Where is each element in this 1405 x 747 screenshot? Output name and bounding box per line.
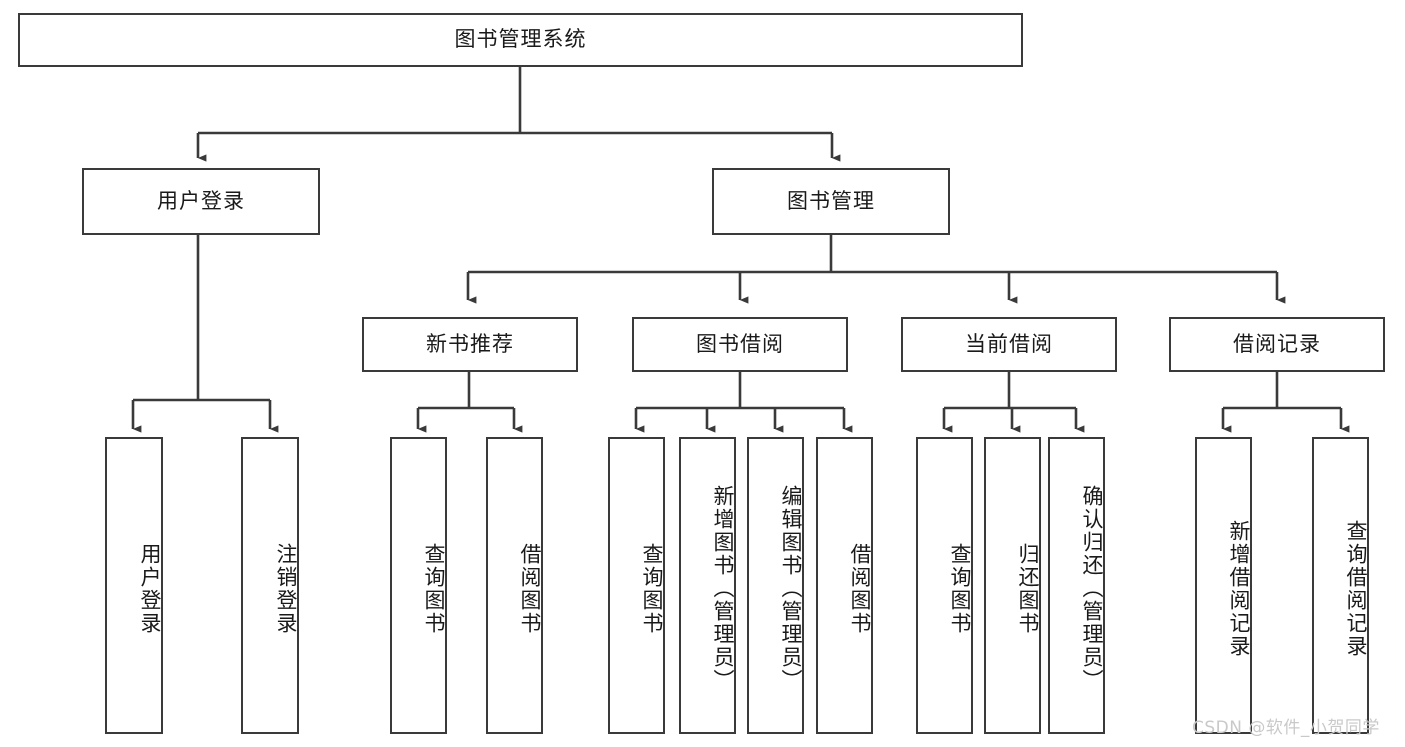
node-leaf-add-book-label: 新增图书（管理员）: [711, 485, 735, 692]
node-leaf-borrow-book-1[interactable]: 借阅图书: [486, 437, 543, 734]
node-leaf-edit-book-label: 编辑图书（管理员）: [779, 485, 803, 692]
node-leaf-return-book-label: 归还图书: [1016, 542, 1040, 635]
node-leaf-borrow-book-2-label: 借阅图书: [848, 542, 872, 635]
node-current-borrow[interactable]: 当前借阅: [901, 317, 1117, 372]
node-leaf-borrow-book-2[interactable]: 借阅图书: [816, 437, 873, 734]
node-borrow-record[interactable]: 借阅记录: [1169, 317, 1385, 372]
node-leaf-edit-book[interactable]: 编辑图书（管理员）: [747, 437, 804, 734]
node-leaf-add-record-label: 新增借阅记录: [1227, 519, 1251, 658]
node-book-management[interactable]: 图书管理: [712, 168, 950, 235]
node-leaf-confirm-return[interactable]: 确认归还（管理员）: [1048, 437, 1105, 734]
node-leaf-query-book-3[interactable]: 查询图书: [916, 437, 973, 734]
node-leaf-borrow-book-1-label: 借阅图书: [518, 542, 542, 635]
node-new-book-recommend[interactable]: 新书推荐: [362, 317, 578, 372]
node-leaf-query-record-label: 查询借阅记录: [1344, 519, 1368, 658]
node-leaf-query-book-1-label: 查询图书: [422, 542, 446, 635]
node-leaf-confirm-return-label: 确认归还（管理员）: [1080, 485, 1104, 692]
node-user-login[interactable]: 用户登录: [82, 168, 320, 235]
node-leaf-query-book-2-label: 查询图书: [640, 542, 664, 635]
node-book-borrow[interactable]: 图书借阅: [632, 317, 848, 372]
node-leaf-user-login[interactable]: 用户登录: [105, 437, 163, 734]
csdn-watermark: CSDN @软件_小贺同学: [1192, 718, 1380, 738]
node-leaf-query-book-3-label: 查询图书: [948, 542, 972, 635]
node-leaf-logout[interactable]: 注销登录: [241, 437, 299, 734]
node-leaf-query-book-2[interactable]: 查询图书: [608, 437, 665, 734]
node-root-system[interactable]: 图书管理系统: [18, 13, 1023, 67]
node-leaf-logout-label: 注销登录: [274, 542, 298, 635]
node-leaf-user-login-label: 用户登录: [138, 542, 162, 635]
node-leaf-query-record[interactable]: 查询借阅记录: [1312, 437, 1369, 734]
node-leaf-return-book[interactable]: 归还图书: [984, 437, 1041, 734]
node-leaf-query-book-1[interactable]: 查询图书: [390, 437, 447, 734]
node-leaf-add-record[interactable]: 新增借阅记录: [1195, 437, 1252, 734]
node-leaf-add-book[interactable]: 新增图书（管理员）: [679, 437, 736, 734]
